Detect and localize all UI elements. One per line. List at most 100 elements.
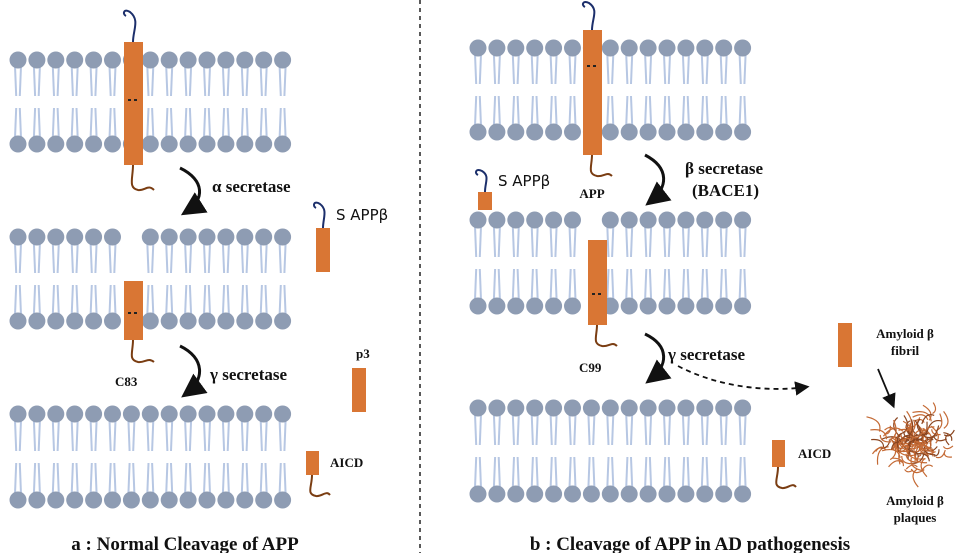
fibril-strand [925,419,943,436]
fibril-label-1: Amyloid β [876,326,934,341]
c99-rect [588,240,607,325]
fibril-strand [912,414,929,421]
fibril-strand [921,464,934,471]
gamma-secretase-label-b: γ secretase [667,345,745,364]
fibril-strand [881,448,901,458]
aicd-fragment-a [306,451,331,498]
fibril-strand [893,417,901,438]
panel-b-title: b : Cleavage of APP in AD pathogenesis [530,534,850,553]
fibril-strand [912,430,929,436]
gamma-arrow-b [644,332,672,384]
c-terminal-tail [309,474,331,498]
fibril-strand [870,429,888,440]
n-terminal-tail [581,1,596,31]
fibril-strand [875,446,885,452]
membranes [9,39,752,509]
fibril-strand [931,429,941,436]
fibril-strand [905,430,911,443]
gamma-secretase-label-a: γ secretase [209,365,287,384]
app-protein [122,9,155,192]
gamma-arrow-a [179,344,208,398]
fibril-strand [920,457,928,478]
fibril-strand [914,439,926,444]
fibril-strand [892,457,905,467]
fibril-strand [925,425,940,439]
fibril-strand [911,428,925,439]
c-terminal-tail [775,466,797,490]
sappb-fragment-a [312,201,330,272]
fibril-strand [935,449,946,459]
panel-b: APP S APPβ β secretase (BACE1) C99 γ sec… [474,1,955,553]
fibril-label-2: fibril [891,343,920,358]
fibril-strand [906,445,910,457]
membrane-a3 [9,405,292,509]
panel-a-title: a : Normal Cleavage of APP [71,534,299,553]
fibril-strand [922,404,932,421]
fibril-strand [879,434,892,443]
fibril-strand [935,413,943,432]
fibril-strand [904,469,914,473]
amyloid-plaque-tangle [866,402,955,488]
c83-fragment [124,281,155,364]
fibril-strand [910,457,924,472]
fibril-strand [871,438,885,448]
fibril-strand [923,446,936,456]
membrane-a2 [9,228,292,330]
sappb-label-a: S APPβ [336,206,388,224]
membrane-b3 [469,399,752,503]
fibril-strand [890,441,899,450]
aicd-fragment-b [772,440,797,490]
beta-arrow [644,153,672,206]
aicd-label-a: AICD [330,455,363,470]
fibril-strand [943,410,949,429]
aggregation-dashed-arrow [677,365,810,396]
bace1-label: (BACE1) [692,181,759,200]
fibril-strand [924,438,934,443]
c99-fragment [588,240,618,348]
fibril-strand [943,452,952,458]
fibril-strand [905,420,911,435]
app-label: APP [579,186,604,201]
membrane-b1 [469,39,752,141]
fibril-strand [912,468,919,488]
fibril-strand [888,419,897,441]
c-terminal-tail [589,154,613,178]
app-transmembrane-rect [583,30,602,155]
fibril-strand [894,433,905,445]
p3-rect [352,368,366,412]
fibril-strand [932,402,937,415]
plaques-label-2: plaques [894,510,937,525]
n-terminal-tail [122,9,137,43]
n-terminal-tail [474,169,488,193]
beta-secretase-label: β secretase [685,159,763,178]
fibril-strand [914,419,921,441]
n-terminal-tail [312,201,326,229]
fibril-strand [912,411,932,422]
c-terminal-tail [130,339,155,364]
c99-label: C99 [579,360,602,375]
aicd-rect [306,451,319,475]
membrane-a1 [9,51,292,153]
fibril-strand [910,450,919,458]
fibril-strand [905,423,911,432]
fibril-strand [898,444,909,465]
plaques-label-1: Amyloid β [886,493,944,508]
fibril-strand [902,420,913,438]
fibril-strand [930,425,939,444]
fibril-strand [921,414,935,425]
app-protein-b [581,1,613,178]
fibril-strand [933,435,947,442]
fibril-strand [942,445,954,450]
alpha-arrow [179,166,208,216]
fibril-strand [915,418,925,423]
alpha-secretase-label: α secretase [212,177,291,196]
aicd-label-b: AICD [798,446,831,461]
fibril-strand [933,449,940,457]
c83-label: C83 [115,374,138,389]
panel-a: α secretase S APPβ C83 γ secretase p3 AI… [71,9,388,553]
fibril-strand [928,439,932,449]
fibril-strand [910,441,926,453]
fibril-strand [943,432,953,441]
